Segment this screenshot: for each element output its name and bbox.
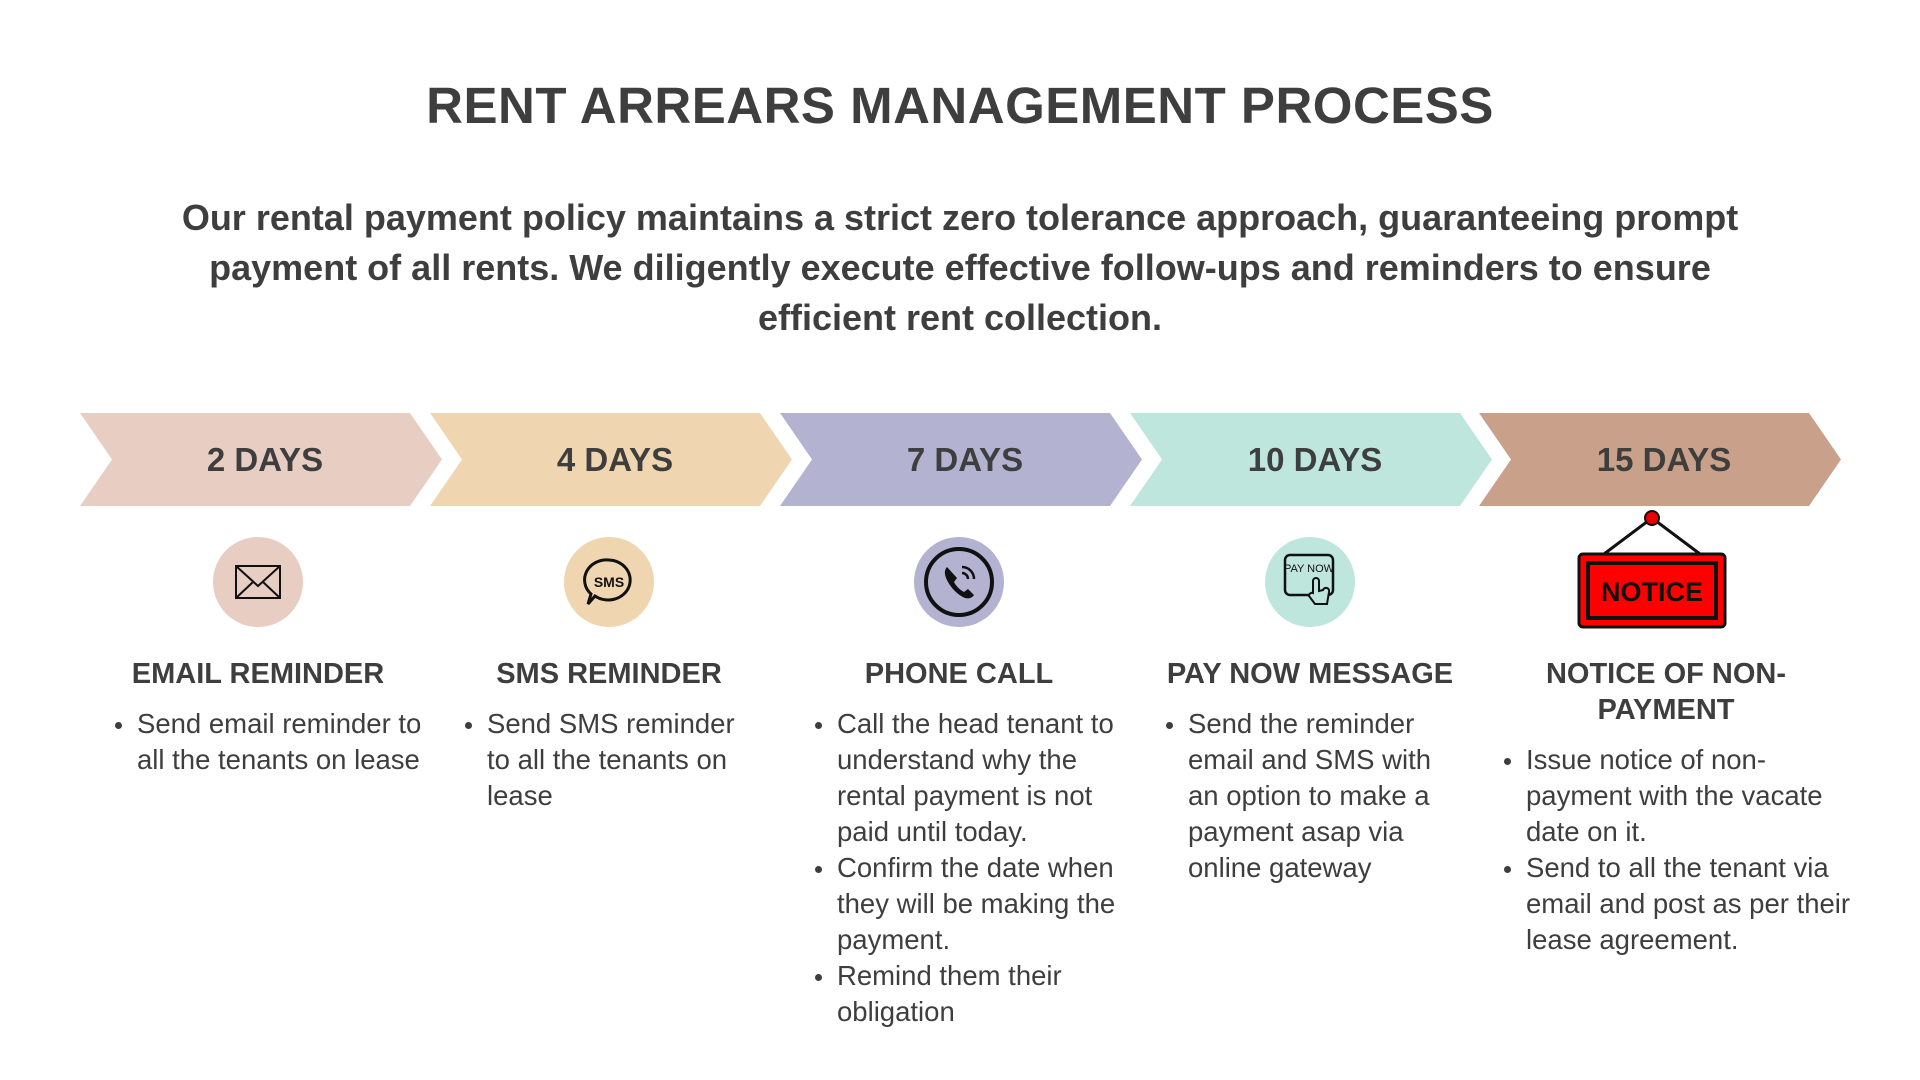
step-bullets: Call the head tenant to understand why t… xyxy=(813,706,1138,1030)
bullet-item: Send to all the tenant via email and pos… xyxy=(1502,850,1857,958)
step-arrow-15-days: 15 DAYS xyxy=(1479,413,1841,506)
step-bullets: Send the reminder email and SMS with an … xyxy=(1164,706,1464,886)
notice-sign-icon: NOTICE xyxy=(1576,508,1728,630)
pay-now-icon: PAY NOW xyxy=(1265,537,1355,627)
sms-bubble-icon: SMS xyxy=(564,537,654,627)
page-title: RENT ARREARS MANAGEMENT PROCESS xyxy=(426,77,1494,134)
bullet-item: Confirm the date when they will be makin… xyxy=(813,850,1138,958)
step-heading: PAY NOW MESSAGE xyxy=(1166,658,1454,690)
step-arrow-4-days: 4 DAYS xyxy=(430,413,792,506)
step-arrow-2-days: 2 DAYS xyxy=(80,413,442,506)
sms-icon-text: SMS xyxy=(594,574,624,590)
bullet-item: Issue notice of non-payment with the vac… xyxy=(1502,742,1857,850)
bullet-item: Send SMS reminder to all the tenants on … xyxy=(463,706,763,814)
bullet-item: Send the reminder email and SMS with an … xyxy=(1164,706,1464,886)
bullet-item: Call the head tenant to understand why t… xyxy=(813,706,1138,850)
step-days-label: 15 DAYS xyxy=(1596,440,1732,478)
step-heading: EMAIL REMINDER xyxy=(131,658,385,690)
step-heading: NOTICE OF NON-PAYMENT xyxy=(1545,658,1787,726)
bullet-item: Send email reminder to all the tenants o… xyxy=(113,706,428,778)
intro-paragraph: Our rental payment policy maintains a st… xyxy=(181,197,1739,338)
step-bullets: Send SMS reminder to all the tenants on … xyxy=(463,706,763,814)
step-heading: PHONE CALL xyxy=(864,658,1054,690)
envelope-icon xyxy=(213,537,303,627)
bullet-item: Remind them their obligation xyxy=(813,958,1138,1030)
notice-icon-text: NOTICE xyxy=(1601,577,1703,607)
step-days-label: 7 DAYS xyxy=(906,440,1024,478)
step-days-label: 2 DAYS xyxy=(206,440,324,478)
step-heading: SMS REMINDER xyxy=(496,658,722,690)
phone-icon xyxy=(914,537,1004,627)
pay-now-icon-text: PAY NOW xyxy=(1284,563,1335,575)
step-arrow-7-days: 7 DAYS xyxy=(780,413,1142,506)
step-days-label: 10 DAYS xyxy=(1247,440,1383,478)
step-days-label: 4 DAYS xyxy=(556,440,674,478)
step-bullets: Send email reminder to all the tenants o… xyxy=(113,706,428,778)
step-bullets: Issue notice of non-payment with the vac… xyxy=(1502,742,1857,958)
step-arrow-10-days: 10 DAYS xyxy=(1130,413,1492,506)
